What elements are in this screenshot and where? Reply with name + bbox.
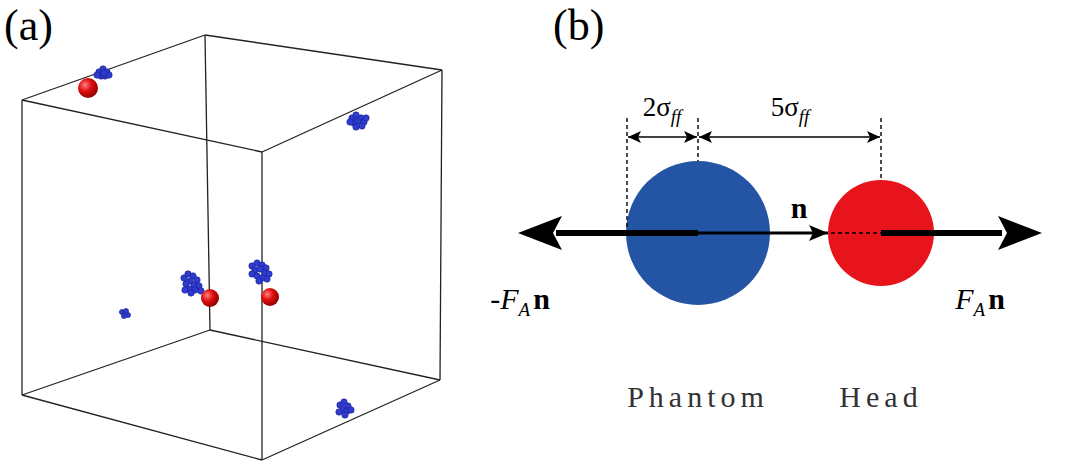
node-label: Phantom xyxy=(627,380,769,413)
dimension-label: 5σ xyxy=(771,92,799,122)
dimension-subscript: ff xyxy=(799,106,810,127)
node-label: Head xyxy=(839,380,922,413)
force-subscript: A xyxy=(519,299,531,320)
normal-vector-stem xyxy=(698,232,770,235)
box-edges xyxy=(22,35,442,460)
force-arrow-right xyxy=(881,216,1042,250)
head-spheres xyxy=(78,78,279,307)
dimension-label: 2σ xyxy=(643,92,671,122)
label-group: -FAn xyxy=(490,284,550,319)
vector-label: n xyxy=(789,193,810,223)
dimension-arrows xyxy=(628,136,880,138)
force-label: F xyxy=(955,282,973,315)
label-group: (a) xyxy=(4,4,53,48)
force-label: -F xyxy=(490,282,518,315)
vector-arrow xyxy=(770,232,828,235)
label-group: 5σff xyxy=(771,94,810,126)
force-subscript: A xyxy=(974,299,986,320)
label-group: FAn xyxy=(955,284,1005,319)
force-arrow-left xyxy=(518,216,698,250)
phantom-clusters xyxy=(94,66,369,418)
force-vector: n xyxy=(533,282,550,315)
force-vector: n xyxy=(988,282,1005,315)
label-group: (b) xyxy=(553,4,604,48)
dimension-guides xyxy=(627,118,881,233)
panel-label: (b) xyxy=(553,1,604,50)
dimension-subscript: ff xyxy=(671,106,682,127)
label-group: 2σff xyxy=(643,94,682,126)
panel-label: (a) xyxy=(4,1,53,50)
